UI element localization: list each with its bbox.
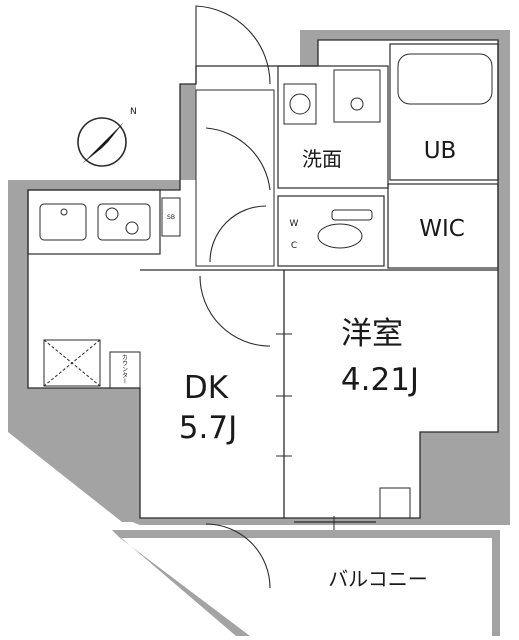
niche-outline — [379, 487, 411, 519]
hallway-outline — [195, 89, 275, 267]
burner-icon — [105, 207, 119, 221]
washroom-name: 洗面 — [302, 147, 342, 171]
bar-counter — [109, 351, 141, 389]
basin-icon — [289, 93, 311, 115]
doors — [195, 5, 376, 589]
toilet-bowl-icon — [317, 223, 363, 249]
stove-icon — [97, 203, 151, 241]
shoebox-label: SB — [167, 214, 175, 221]
wall-top-right — [300, 30, 510, 66]
washroom-outline — [277, 65, 389, 189]
washroom-door-icon — [205, 127, 271, 191]
faucet-icon — [60, 208, 68, 216]
entry-door-icon — [195, 5, 271, 85]
compass-ring — [77, 117, 127, 167]
toilet-outline — [277, 195, 385, 267]
washer-icon — [333, 69, 381, 123]
toilet-tank-icon — [331, 209, 373, 221]
balcony-railing — [112, 530, 500, 636]
wall-top-left — [8, 180, 180, 388]
bath-name: UB — [424, 138, 457, 164]
wall-right — [498, 40, 510, 525]
kitchen-counter — [27, 189, 161, 255]
washer-drum-icon — [350, 97, 364, 111]
closet-outline — [387, 183, 499, 269]
bath-outline — [389, 43, 499, 181]
shoebox-outline — [161, 197, 181, 237]
dk-name: DK — [184, 370, 229, 406]
western-room-size: 4.21J — [341, 362, 419, 398]
compass: N — [77, 107, 137, 167]
counter-label: カウンター — [121, 354, 128, 384]
balcony-railing-diagonal — [112, 530, 250, 636]
sink-icon — [39, 203, 87, 241]
burner-icon — [125, 221, 139, 235]
toilet-door-icon — [209, 205, 267, 263]
room-outlines — [27, 39, 499, 519]
bathtub-icon — [397, 53, 493, 105]
toilet-label-w: W — [290, 219, 299, 229]
balcony-door-icon — [205, 523, 271, 589]
western-room-name: 洋室 — [341, 316, 403, 352]
dk-door-icon — [199, 275, 271, 347]
wall-right-column — [420, 432, 510, 525]
compass-needle-icon — [82, 122, 124, 164]
compass-label: N — [130, 107, 137, 117]
dk-size: 5.7J — [179, 410, 237, 446]
balcony-name: バルコニー — [328, 567, 428, 591]
toilet-label-c: C — [291, 241, 297, 251]
walls — [8, 30, 510, 636]
fridge-space — [43, 339, 101, 387]
wall-left — [8, 180, 140, 522]
fridge-cross — [43, 339, 101, 387]
closet-name: WIC — [419, 216, 465, 242]
wall-entry — [180, 84, 196, 180]
apartment-outline — [27, 39, 499, 519]
vanity-icon — [283, 83, 317, 125]
